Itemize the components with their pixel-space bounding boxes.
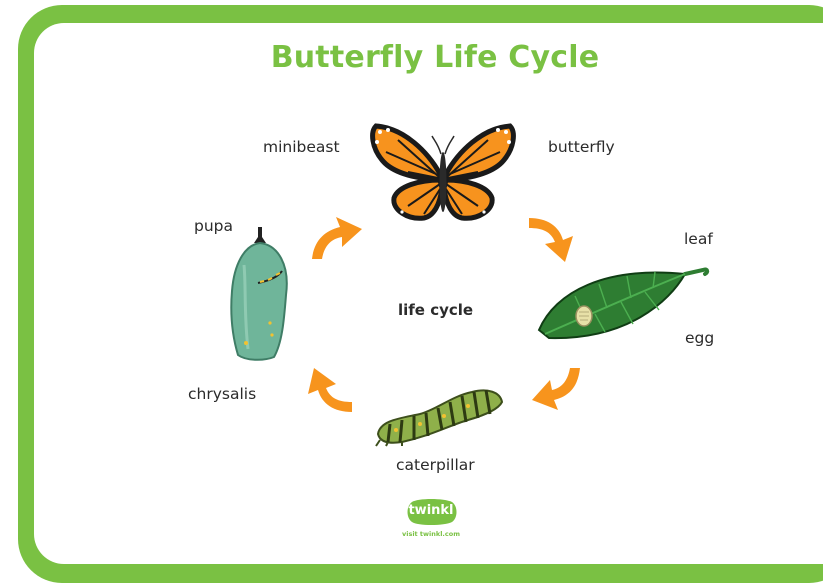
label-leaf: leaf bbox=[684, 230, 713, 248]
label-minibeast: minibeast bbox=[263, 138, 340, 156]
caterpillar-image bbox=[372, 380, 506, 446]
cycle-arrow-icon bbox=[525, 208, 581, 264]
page-title: Butterfly Life Cycle bbox=[250, 40, 620, 75]
twinkl-url[interactable]: visit twinkl.com bbox=[388, 530, 474, 538]
cycle-arrow-icon bbox=[306, 209, 368, 261]
label-life-cycle: life cycle bbox=[398, 301, 473, 319]
twinkl-logo-text: twinkl bbox=[404, 503, 458, 518]
label-chrysalis: chrysalis bbox=[188, 385, 256, 403]
cycle-arrow-icon bbox=[300, 364, 356, 418]
cycle-arrow-icon bbox=[528, 364, 584, 418]
leaf-with-egg-image bbox=[535, 262, 713, 344]
butterfly-image bbox=[368, 122, 518, 226]
chrysalis-image bbox=[224, 225, 296, 363]
label-caterpillar: caterpillar bbox=[396, 456, 475, 474]
label-butterfly: butterfly bbox=[548, 138, 615, 156]
